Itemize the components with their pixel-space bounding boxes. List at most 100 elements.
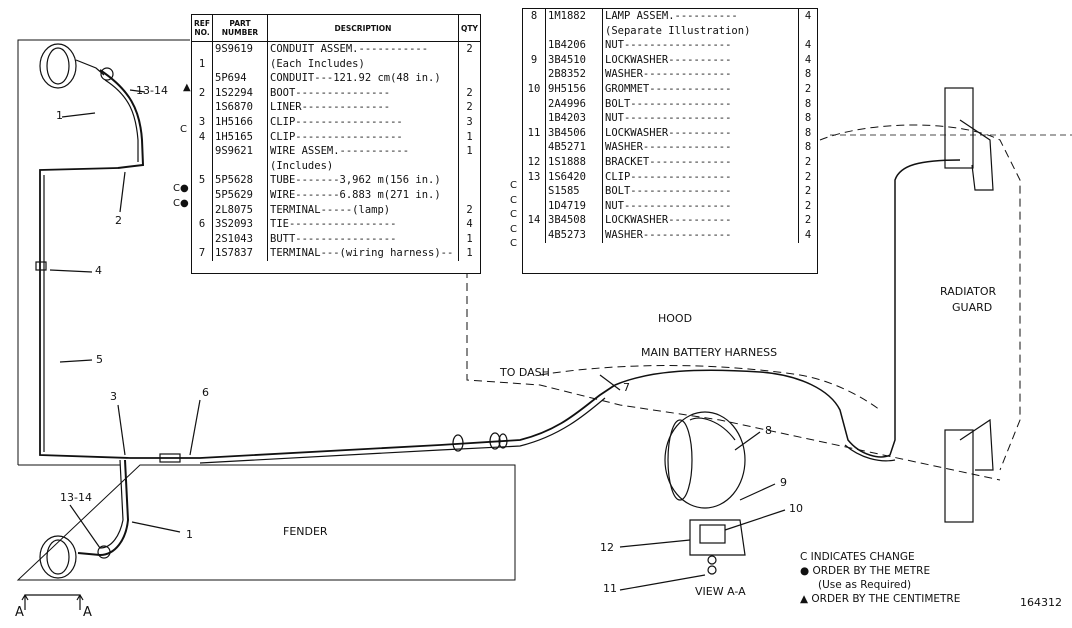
description-cell: BOOT--------------- — [268, 85, 459, 101]
qty-cell: 2 — [804, 170, 812, 183]
legend-note: (Use as Required) — [818, 579, 912, 591]
table-row: 5P694 CONDUIT---121.92 cm(48 in.) — [192, 71, 480, 86]
ref-cell — [523, 38, 546, 53]
ref-cell — [523, 198, 546, 214]
description-cell: BOLT---------------- — [603, 96, 799, 112]
part-number-cell: 1M1882 — [546, 9, 603, 24]
conduit-bottom — [77, 459, 130, 557]
change-mark: C — [180, 124, 187, 135]
drawing-number: 164312 — [1020, 596, 1062, 609]
qty-cell: 3 — [466, 115, 473, 128]
part-number-cell: 5P5629 — [213, 187, 268, 203]
callout: 2 — [115, 214, 122, 227]
parts-table-left: REF NO. PART NUMBER DESCRIPTION QTY 9S96… — [191, 14, 481, 274]
part-number-cell: 1S6420 — [546, 169, 603, 185]
part-number-cell: 1D4719 — [546, 198, 603, 214]
header-qty: QTY — [461, 23, 478, 33]
qty-cell — [799, 24, 817, 39]
description-cell: GROMMET------------- — [603, 81, 799, 97]
radiator-guard-label: RADIATOR — [940, 285, 997, 298]
part-number-cell: 1S2294 — [213, 85, 268, 101]
description-cell: TERMINAL-----(lamp) — [268, 202, 459, 218]
ref-cell — [192, 187, 213, 203]
qty-cell: 1 — [466, 247, 473, 260]
table-row: 1 (Each Includes) — [192, 56, 480, 72]
table-row: (Includes) — [192, 158, 480, 174]
ref-cell — [523, 96, 546, 112]
change-mark: C● — [173, 183, 189, 194]
qty-cell — [459, 173, 480, 188]
ref-cell — [523, 227, 546, 243]
callout: 11 — [603, 582, 617, 595]
legend-metre: ● ORDER BY THE METRE — [800, 565, 931, 577]
radiator-guard-top — [944, 87, 974, 169]
part-number-cell: 2A4996 — [546, 96, 603, 112]
header-description: DESCRIPTION — [268, 15, 459, 41]
ref-cell — [523, 140, 546, 155]
description-cell: BOLT---------------- — [603, 184, 799, 199]
part-number-cell: 4B5273 — [546, 227, 603, 243]
part-number-cell — [213, 56, 268, 72]
part-number-cell: 1S1888 — [546, 154, 603, 170]
radiator-guard-bottom — [944, 429, 974, 523]
part-number-cell: 3B4508 — [546, 213, 603, 228]
clip-13-14-bottom — [97, 545, 111, 559]
fender-outline-bottom — [16, 464, 516, 581]
description-cell: WIRE-------6.883 m(271 in.) — [268, 187, 459, 203]
ref-cell: 6 — [192, 217, 213, 232]
part-number-cell — [546, 23, 603, 39]
wire-tube-5 — [39, 167, 131, 459]
ref-cell: 8 — [523, 9, 546, 24]
part-number-cell: 1S7837 — [213, 246, 268, 261]
description-cell: WASHER-------------- — [603, 140, 799, 155]
main-battery-harness — [614, 159, 961, 458]
change-mark: C — [510, 224, 517, 235]
part-number-cell: 1S6870 — [213, 100, 268, 115]
description-cell: TUBE-------3,962 m(156 in.) — [268, 173, 459, 188]
ref-cell — [192, 144, 213, 159]
callout: 7 — [623, 381, 630, 394]
description-cell: TIE----------------- — [268, 217, 459, 232]
description-cell: WASHER-------------- — [603, 227, 799, 243]
part-number-cell: 1H5166 — [213, 114, 268, 130]
part-number-cell: 2S1043 — [213, 231, 268, 247]
description-cell: LOCKWASHER---------- — [603, 213, 799, 228]
change-mark: C — [510, 238, 517, 249]
ref-cell — [192, 100, 213, 115]
radiator-guard-label: GUARD — [952, 301, 993, 314]
ref-cell: 9 — [523, 52, 546, 68]
lamp-bracket-12 — [689, 519, 746, 556]
part-number-cell: 1B4206 — [546, 38, 603, 53]
callout: 10 — [789, 502, 803, 515]
qty-cell: 2 — [804, 214, 812, 227]
bottom-left-lamp — [39, 535, 77, 579]
qty-cell: 8 — [804, 68, 812, 81]
part-number-cell: S1585 — [546, 184, 603, 199]
ref-cell: 12 — [523, 154, 546, 170]
part-number-cell: 1H5165 — [213, 129, 268, 145]
header-ref: REF NO. — [192, 15, 213, 41]
qty-cell — [459, 188, 480, 203]
qty-cell: 4 — [804, 10, 812, 22]
callout: 5 — [96, 353, 103, 366]
section-a-left: A — [15, 605, 24, 620]
part-number-cell — [213, 158, 268, 174]
table-header: REF NO. PART NUMBER DESCRIPTION QTY — [192, 15, 480, 42]
top-left-lamp — [39, 43, 77, 89]
qty-cell: 1 — [466, 130, 473, 143]
part-number-cell: 3B4510 — [546, 52, 603, 68]
clip-13-14-top — [100, 67, 114, 81]
